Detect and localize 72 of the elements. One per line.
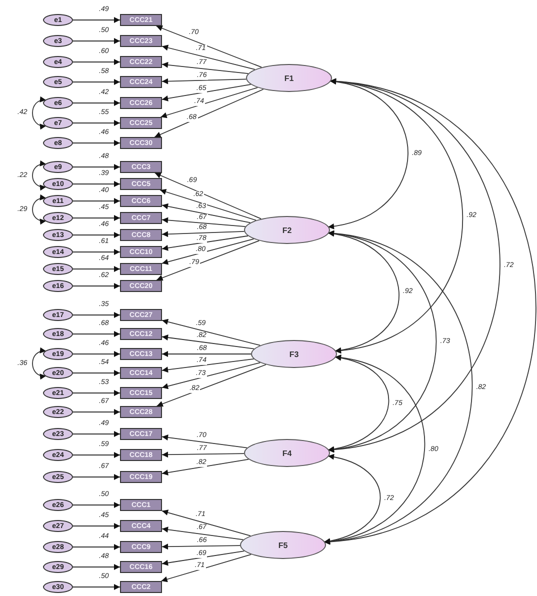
arrow xyxy=(72,181,120,187)
factor-oval: F4 xyxy=(244,439,330,467)
arrow xyxy=(162,550,245,566)
double-headed-arrow xyxy=(32,195,46,224)
arrow xyxy=(72,351,120,357)
arrow xyxy=(72,370,120,376)
arrow xyxy=(162,203,251,224)
arrow xyxy=(72,100,120,106)
double-headed-arrow xyxy=(324,454,381,544)
arrow xyxy=(72,452,120,458)
arrow xyxy=(72,198,120,204)
arrow xyxy=(72,249,120,255)
arrow xyxy=(162,358,254,373)
arrow xyxy=(72,79,120,85)
arrow xyxy=(162,544,240,550)
arrow xyxy=(72,59,120,65)
arrow xyxy=(72,431,120,437)
arrow xyxy=(154,88,264,138)
factor-oval: F2 xyxy=(244,216,330,244)
arrow xyxy=(162,44,256,70)
arrow xyxy=(72,409,120,415)
arrow xyxy=(72,390,120,396)
double-headed-arrow xyxy=(328,79,408,229)
double-headed-arrow xyxy=(32,161,46,190)
arrow xyxy=(162,235,248,251)
arrow xyxy=(162,334,255,350)
arrow xyxy=(72,564,120,570)
arrow xyxy=(156,364,266,407)
double-headed-arrow xyxy=(328,231,400,353)
arrow xyxy=(72,266,120,272)
arrow xyxy=(72,232,120,238)
arrow xyxy=(72,120,120,126)
arrow xyxy=(162,452,244,458)
arrow xyxy=(162,351,252,357)
double-headed-arrow xyxy=(32,97,46,129)
arrow xyxy=(162,510,251,536)
arrow xyxy=(162,458,250,476)
arrow xyxy=(162,318,261,346)
arrow xyxy=(162,217,246,228)
arrow xyxy=(160,188,257,221)
factor-oval: F1 xyxy=(246,64,332,92)
arrow xyxy=(162,526,244,540)
factor-oval: F3 xyxy=(251,340,337,368)
factor-oval: F5 xyxy=(240,531,326,559)
arrow xyxy=(72,140,120,146)
arrow xyxy=(162,84,252,102)
double-headed-arrow xyxy=(328,355,390,452)
arrow xyxy=(162,78,247,84)
arrow xyxy=(162,231,245,238)
arrow xyxy=(72,523,120,529)
arrow xyxy=(162,238,254,265)
arrow xyxy=(160,87,258,118)
arrow xyxy=(162,362,261,390)
arrow xyxy=(162,434,248,448)
arrow xyxy=(160,554,252,582)
arrow xyxy=(72,17,120,23)
arrow xyxy=(72,502,120,508)
double-headed-arrow xyxy=(324,79,536,544)
arrow xyxy=(72,331,120,337)
arrow xyxy=(72,215,120,221)
arrow xyxy=(154,172,262,220)
arrow xyxy=(162,62,249,74)
arrow xyxy=(72,474,120,480)
arrow xyxy=(72,312,120,318)
arrow xyxy=(72,164,120,170)
arrow xyxy=(156,25,262,68)
arrow xyxy=(72,544,120,550)
arrow xyxy=(72,584,120,590)
arrow xyxy=(156,240,260,281)
double-headed-arrow xyxy=(32,348,46,379)
arrow xyxy=(72,283,120,289)
arrow xyxy=(72,38,120,44)
